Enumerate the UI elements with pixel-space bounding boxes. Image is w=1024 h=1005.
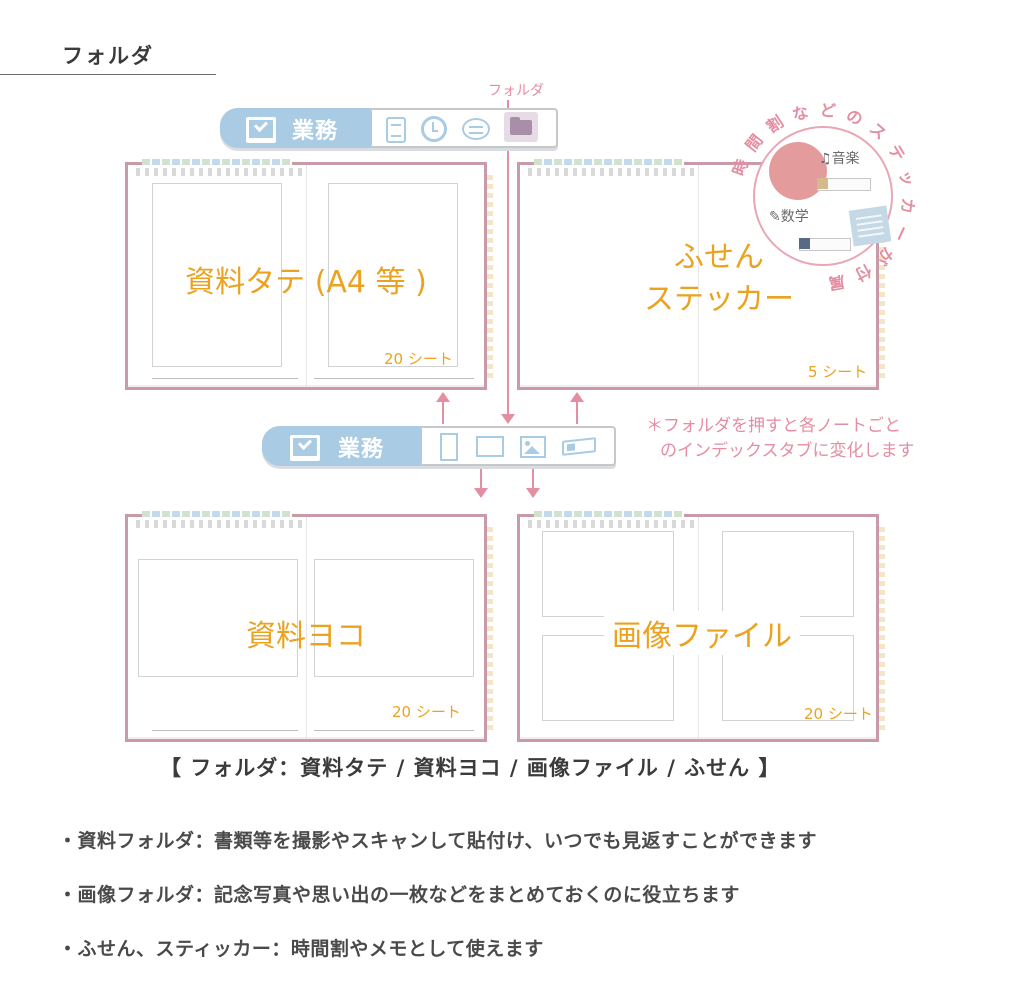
sticker-tag (817, 178, 871, 191)
page-edge (879, 527, 885, 733)
up-arrow (570, 392, 584, 424)
list-item: ・資料フォルダ：書類等を撮影やスキャンして貼付け、いつでも見返すことができます (58, 830, 817, 852)
image-frame[interactable] (722, 531, 854, 617)
mini-index-tabs (142, 511, 292, 517)
arc-character: テ (884, 140, 909, 165)
notebook-portrait-docs: 資料タテ (A4 等 ) 20 シート (125, 159, 493, 390)
sticker-tag (799, 238, 851, 251)
chat-icon[interactable] (462, 118, 490, 140)
footer-line (152, 378, 298, 379)
index-tab-bar: 業務 (262, 426, 616, 466)
section-title: フォルダ (62, 44, 154, 68)
footer-line (314, 378, 474, 379)
folder-note: ＊フォルダを押すと各ノートごと のインデックスタブに変化します (646, 414, 915, 464)
date-row (136, 168, 306, 176)
page-edge (487, 527, 493, 733)
date-row (528, 168, 698, 176)
portrait-frame-left[interactable] (152, 183, 282, 367)
spine (698, 165, 699, 387)
business-tab[interactable]: 業務 (262, 426, 422, 466)
notebook-label: ふせん ステッカー (604, 237, 834, 321)
math-sticker: ✎数学 (769, 209, 809, 225)
memo-sticker (848, 205, 892, 247)
notebook-label-line2: ステッカー (644, 282, 794, 317)
folder-icon[interactable] (504, 112, 538, 142)
document-icon[interactable] (386, 117, 406, 143)
sheet-count: 20 シート (804, 705, 873, 723)
notebook-label: 資料ヨコ (246, 619, 366, 654)
folder-callout-label: フォルダ (488, 83, 544, 99)
folder-note-line1: ＊フォルダを押すと各ノートごと (646, 416, 901, 436)
mini-index-tabs (534, 159, 684, 165)
section-divider (0, 74, 216, 75)
landscape-frame-left[interactable] (138, 559, 298, 677)
portrait-page-icon[interactable] (440, 433, 458, 461)
down-arrow (526, 466, 540, 498)
spine (306, 517, 307, 739)
arc-character: な (790, 102, 811, 125)
arc-character: ッ (895, 168, 918, 189)
sheet-count: 20 シート (384, 350, 453, 368)
image-frame[interactable] (542, 531, 674, 617)
music-note-icon: ♫ (819, 151, 832, 167)
list-item: ・画像フォルダ：記念写真や思い出の一枚などをまとめておくのに役立ちます (58, 884, 740, 906)
notebook-label: 資料タテ (A4 等 ) (185, 265, 427, 300)
arc-character: 割 (762, 112, 787, 137)
notebook-label-line1: ふせん (674, 240, 764, 275)
image-icon[interactable] (520, 436, 546, 458)
checkmark-monitor-icon (290, 435, 320, 461)
portrait-frame-right[interactable] (328, 183, 458, 367)
spine (306, 165, 307, 387)
notebook-label: 画像ファイル (604, 611, 800, 655)
arc-character: の (843, 105, 866, 129)
list-item: ・ふせん、スティッカー：時間割やメモとして使えます (58, 938, 544, 960)
sticker-sample: ♫音楽 ✎数学 (753, 126, 893, 266)
down-arrow (474, 466, 488, 498)
business-tab[interactable]: 業務 (220, 108, 372, 148)
folder-caption: 【 フォルダ：資料タテ / 資料ヨコ / 画像ファイル / ふせん 】 (160, 756, 781, 780)
landscape-page-icon[interactable] (476, 436, 504, 457)
mini-index-tabs (142, 159, 292, 165)
arc-character: カ (897, 197, 919, 216)
landscape-frame-right[interactable] (314, 559, 474, 677)
sticky-note-icon[interactable] (562, 437, 596, 456)
feature-list: ・資料フォルダ：書類等を撮影やスキャンして貼付け、いつでも見返すことができます … (58, 826, 817, 988)
business-tab-label: 業務 (338, 437, 385, 462)
sheet-count: 20 シート (392, 703, 461, 721)
notebook-landscape-docs: 資料ヨコ 20 シート (125, 511, 493, 742)
clock-icon[interactable] (421, 116, 447, 142)
date-row (136, 520, 306, 528)
business-tab-label: 業務 (292, 119, 339, 144)
mini-index-tabs (534, 511, 684, 517)
page-edge (879, 175, 885, 381)
arc-character: ス (866, 119, 891, 144)
footer-line (314, 730, 474, 731)
sheet-count: 5 シート (808, 363, 868, 381)
music-sticker: ♫音楽 (819, 151, 860, 167)
folder-tab-bar: 業務 (220, 108, 558, 148)
arc-character: ど (819, 100, 837, 121)
footer-line (152, 730, 298, 731)
pencil-icon: ✎ (769, 209, 781, 225)
folder-down-arrow (501, 100, 515, 424)
arc-character: ー (888, 221, 913, 245)
folder-note-line2: のインデックスタブに変化します (660, 441, 915, 461)
arc-character: 間 (741, 131, 767, 156)
page-edge (487, 175, 493, 381)
notebook-image-files: 画像ファイル 20 シート (517, 511, 885, 742)
checkmark-monitor-icon (246, 117, 276, 143)
date-row (528, 520, 698, 528)
up-arrow (436, 392, 450, 424)
